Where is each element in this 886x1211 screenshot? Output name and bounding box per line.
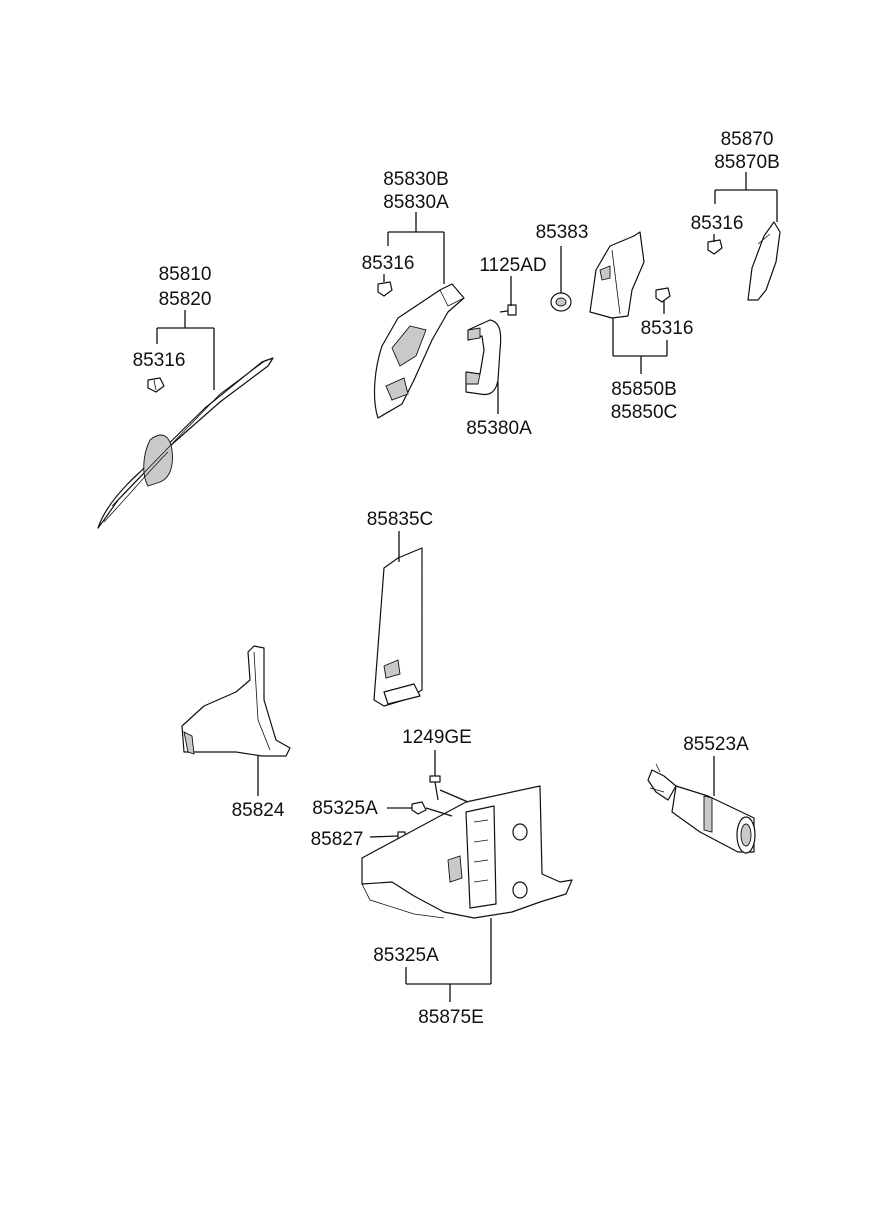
b-pillar-upper-trim-part: [589, 231, 645, 319]
rear-quarter-lower-trim-part: [361, 785, 573, 919]
a-pillar-trim-part: [97, 357, 274, 529]
clip-icon: [707, 239, 723, 255]
c-pillar-trim-part: [373, 283, 465, 419]
callout-85830a: 85830A: [383, 192, 449, 213]
callout-85827: 85827: [311, 829, 364, 850]
fastener-icon: [411, 801, 427, 815]
callout-85820: 85820: [159, 289, 212, 310]
callout-85383: 85383: [536, 222, 589, 243]
callout-1249ge: 1249GE: [402, 727, 472, 748]
callout-85870: 85870: [721, 129, 774, 150]
callout-85870b: 85870B: [714, 152, 780, 173]
callout-85325a-a: 85325A: [312, 798, 378, 819]
clip-icon: [655, 287, 671, 303]
callout-85824: 85824: [232, 800, 285, 821]
assist-handle-part: [465, 319, 502, 396]
callout-85830b: 85830B: [383, 169, 449, 190]
callout-labels: 85810 85820 85316 85830B 85830A 85316 11…: [133, 129, 780, 1028]
d-pillar-trim-part: [747, 221, 781, 301]
callout-1125ad: 1125AD: [479, 255, 546, 276]
callout-85316-d: 85316: [691, 213, 744, 234]
callout-85850c: 85850C: [611, 402, 678, 423]
bolt-icon: [499, 304, 517, 316]
screw-icon: [429, 775, 441, 801]
callout-85875e: 85875E: [418, 1007, 484, 1028]
lower-side-trim-part: [181, 645, 291, 757]
callout-85325a-b: 85325A: [373, 945, 439, 966]
callout-85523a: 85523A: [683, 734, 749, 755]
center-pillar-trim-part: [373, 547, 423, 707]
callout-85380a: 85380A: [466, 418, 532, 439]
clip-icon: [377, 281, 393, 297]
callout-85810: 85810: [159, 264, 212, 285]
callout-85316-b: 85316: [362, 253, 415, 274]
grommet-icon: [550, 292, 572, 312]
callout-85316-a: 85316: [133, 350, 186, 371]
clip-icon: [147, 377, 165, 393]
callout-85316-c: 85316: [641, 318, 694, 339]
fire-extinguisher-part: [647, 763, 756, 854]
callout-85850b: 85850B: [611, 379, 677, 400]
callout-85835c: 85835C: [367, 509, 434, 530]
leader-lines: [156, 172, 778, 1002]
